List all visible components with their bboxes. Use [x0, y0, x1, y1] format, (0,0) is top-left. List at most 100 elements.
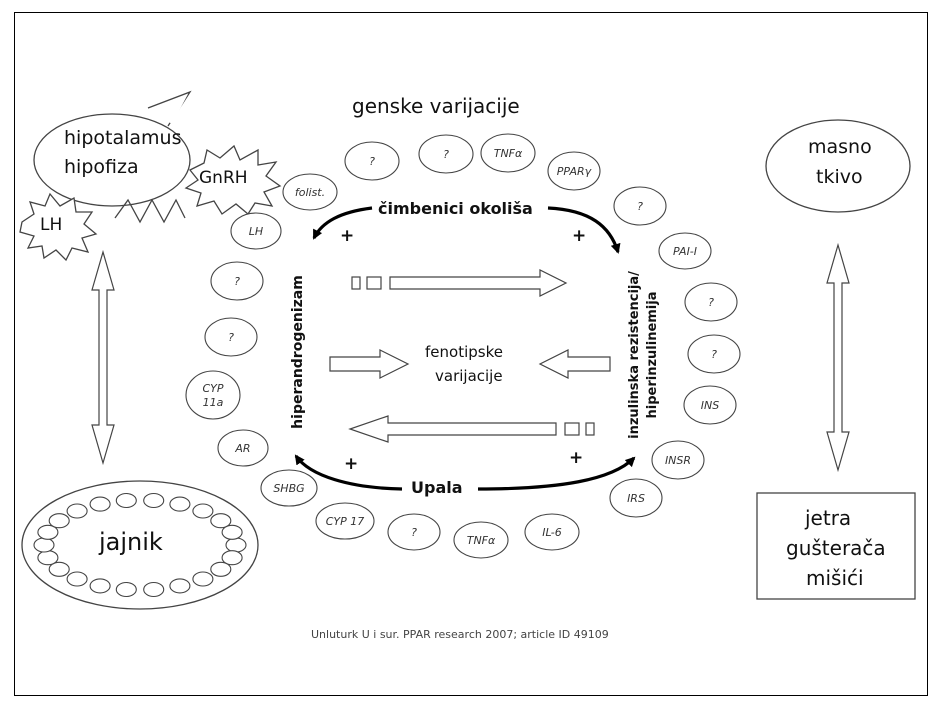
left-double-arrow — [91, 249, 115, 466]
plus-sign: + — [572, 226, 587, 246]
insulin-resistance-label-1: inzulinska rezistencija/ — [627, 271, 642, 439]
phenotype-arrow-from-left — [329, 349, 410, 379]
gene-ellipses — [185, 133, 741, 559]
gene-ellipse — [418, 134, 474, 174]
gene-label: folist. — [295, 186, 325, 199]
gene-label: ? — [708, 296, 714, 309]
environment-arrow-right — [547, 206, 621, 254]
gene-label: SHBG — [273, 482, 304, 495]
lh-label: LH — [40, 215, 63, 235]
plus-sign: + — [344, 454, 359, 474]
ovary-follicle — [169, 496, 191, 512]
gene-ellipse — [613, 186, 667, 226]
ovary-follicle — [225, 537, 247, 553]
ovary-follicle — [143, 492, 165, 509]
ovary-follicle — [143, 581, 165, 598]
phenotype-arrow-from-right — [538, 349, 611, 379]
ovary-follicle — [33, 537, 55, 553]
gnrh-label: GnRH — [199, 168, 248, 188]
organs-label-3: mišići — [806, 566, 864, 590]
gene-ellipse — [387, 513, 441, 551]
gene-label: IL-6 — [542, 526, 562, 539]
gene-label: ? — [411, 526, 417, 539]
ovary-follicle — [89, 496, 111, 512]
ovary-follicle — [210, 513, 232, 529]
gene-ellipse — [282, 173, 338, 211]
hypothalamus-bubble — [33, 90, 192, 207]
gene-ellipse — [230, 212, 282, 250]
gene-label: TNFα — [494, 147, 523, 160]
ovary-follicle — [37, 550, 59, 566]
gene-label: CYP — [202, 382, 223, 395]
hypothalamus-label-1: hipotalamus — [64, 127, 182, 149]
ovary-follicle — [115, 581, 137, 598]
hyperandrogenism-label: hiperandrogenizam — [290, 275, 306, 429]
gene-label: LH — [249, 225, 263, 238]
gene-ellipse — [683, 385, 737, 425]
adipose-ellipse — [765, 119, 911, 213]
slide-frame — [14, 12, 928, 696]
inflammation-arrow-right — [477, 456, 636, 491]
gene-label: ? — [234, 275, 240, 288]
ovary-follicle — [221, 550, 243, 566]
lh-burst — [19, 192, 98, 262]
gene-ellipse — [480, 133, 536, 173]
gene-ellipse — [687, 334, 741, 374]
inflammation-arrow-left — [294, 454, 403, 491]
gene-label: AR — [234, 442, 250, 455]
phenotype-label-1: fenotipske — [425, 343, 503, 361]
gene-ellipse — [651, 440, 705, 480]
gene-label: IRS — [627, 492, 645, 505]
hollow-arrow-left — [348, 415, 595, 443]
ovary-follicle — [192, 571, 214, 587]
right-double-arrow — [826, 242, 850, 473]
diagram-title: genske varijacije — [352, 94, 520, 118]
gene-ellipse — [547, 151, 601, 191]
hollow-arrow-right — [351, 269, 568, 297]
ovary-follicle — [192, 503, 214, 519]
gene-ellipse — [185, 370, 241, 420]
gene-label: CYP 17 — [326, 515, 365, 528]
organs-box — [756, 492, 916, 600]
ovary-follicle — [48, 513, 70, 529]
ovary-follicle — [66, 571, 88, 587]
gene-label: ? — [711, 348, 717, 361]
citation: Unluturk U i sur. PPAR research 2007; ar… — [311, 628, 609, 641]
ovary-label: jajnik — [99, 528, 163, 556]
ovary-shape — [21, 480, 259, 610]
inflammation-label: Upala — [411, 478, 463, 497]
gene-ellipse — [217, 429, 269, 467]
environment-label: čimbenici okoliša — [378, 199, 533, 218]
gene-ellipse — [684, 282, 738, 322]
ovary-follicle — [48, 561, 70, 577]
gene-label: ? — [369, 155, 375, 168]
gene-label: ? — [443, 148, 449, 161]
ovary-follicle — [169, 578, 191, 594]
ovary-follicle — [37, 524, 59, 540]
gene-ellipse — [210, 261, 264, 301]
ovary-follicle — [66, 503, 88, 519]
hypothalamus-label-2: hipofiza — [64, 156, 139, 178]
gene-label: PPARγ — [557, 165, 592, 178]
gene-ellipse — [344, 141, 400, 181]
insulin-resistance-label-2: hiperinzulinemija — [645, 292, 660, 419]
ovary-follicle — [115, 492, 137, 509]
gene-label: ? — [637, 200, 643, 213]
plus-sign: + — [340, 226, 355, 246]
ovary-follicle — [221, 524, 243, 540]
organs-label-2: gušterača — [786, 536, 886, 560]
adipose-label-2: tkivo — [816, 166, 863, 188]
zigzag-connector — [114, 198, 186, 224]
gene-ellipse — [658, 232, 712, 270]
gene-ellipse — [204, 317, 258, 357]
environment-arrow-left — [312, 206, 373, 240]
adipose-label-1: masno — [808, 136, 872, 158]
gene-ellipse — [609, 478, 663, 518]
gnrh-burst — [184, 144, 282, 215]
gene-label: TNFα — [467, 534, 496, 547]
gene-label: ? — [228, 331, 234, 344]
phenotype-label-2: varijacije — [435, 367, 503, 385]
ovary-follicle — [210, 561, 232, 577]
ovary-follicle — [89, 578, 111, 594]
